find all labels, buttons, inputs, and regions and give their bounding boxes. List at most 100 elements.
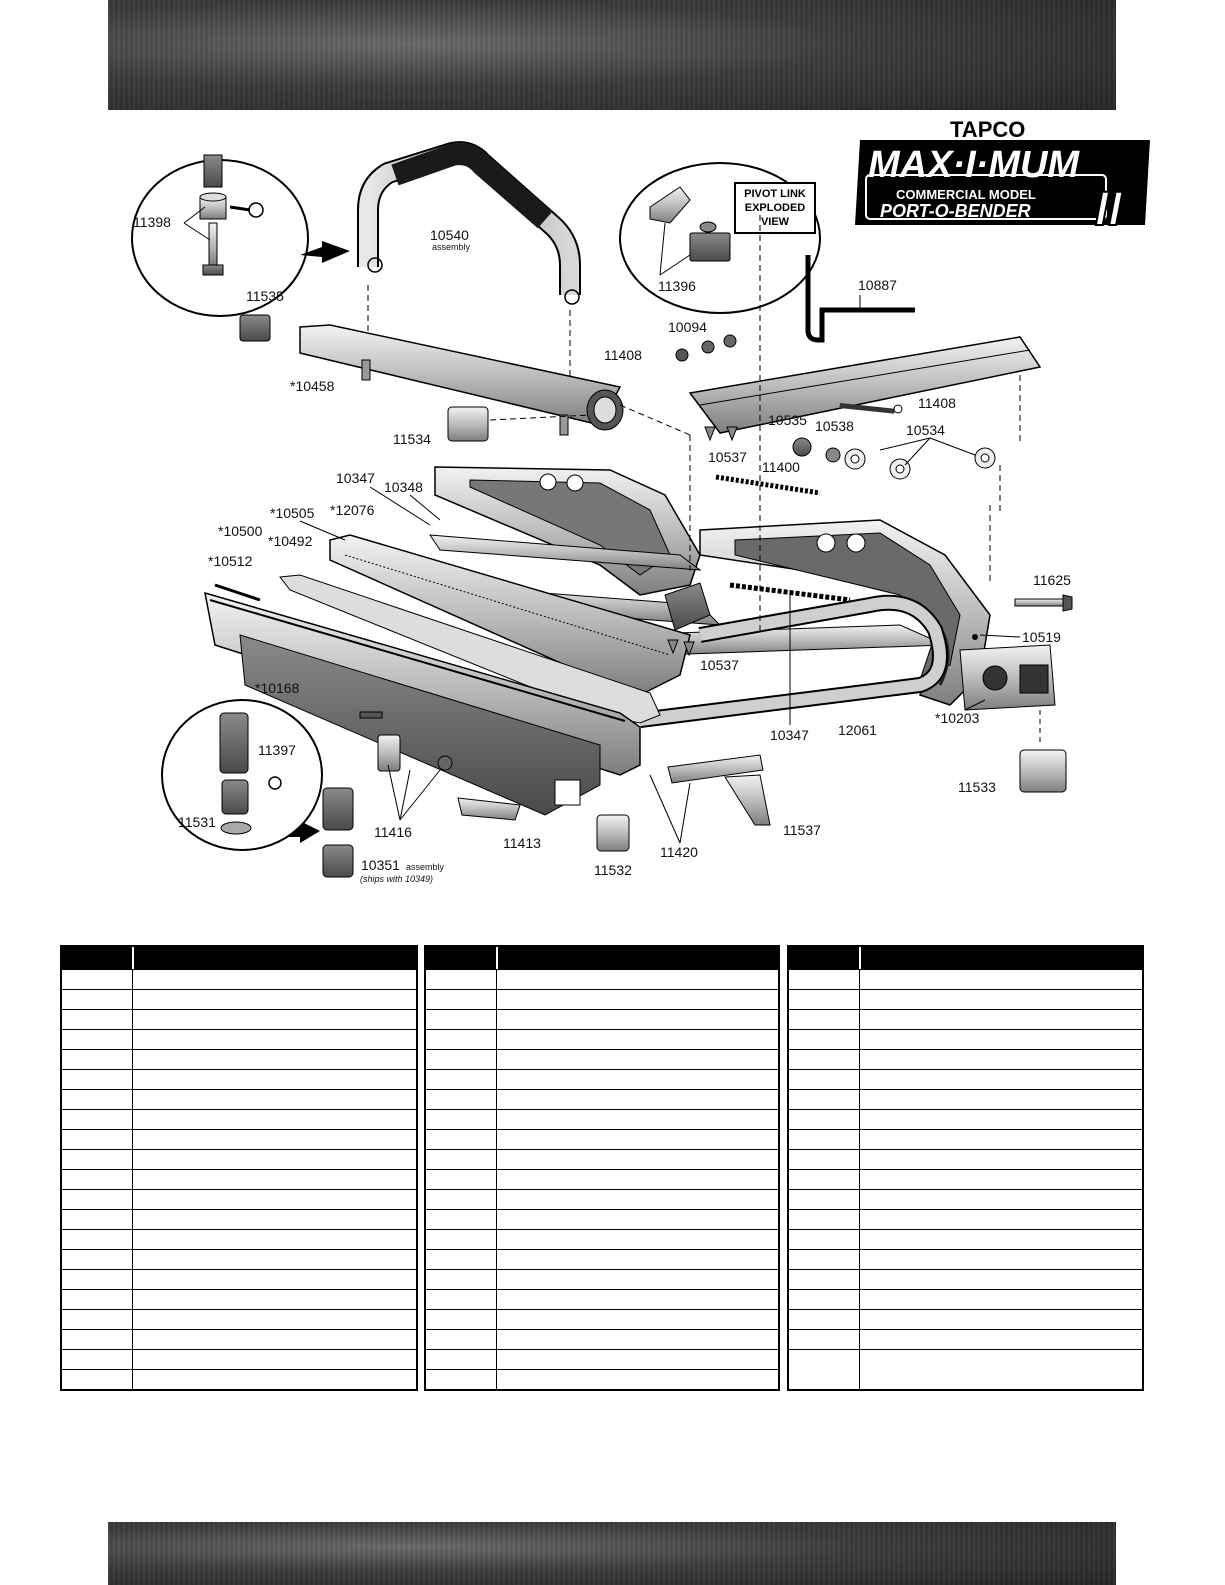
table-row xyxy=(426,1369,778,1389)
description-cell xyxy=(497,1310,778,1329)
table-row xyxy=(426,1349,778,1369)
table-row xyxy=(62,969,416,989)
callout-10505: *10505 xyxy=(270,505,315,521)
callout-10512: *10512 xyxy=(208,553,253,569)
rail-10168: *10168 xyxy=(204,583,641,816)
part-number-cell xyxy=(426,1050,497,1069)
table-row xyxy=(62,1009,416,1029)
logo-name: MAX·I·MUM xyxy=(868,144,1080,186)
callout-10168: *10168 xyxy=(255,680,300,696)
clip-11413 xyxy=(457,797,521,821)
table-row xyxy=(62,1369,416,1389)
parts-table-1 xyxy=(60,945,418,1391)
part-number-cell xyxy=(62,1350,133,1369)
description-cell xyxy=(860,1310,1142,1329)
callout-11420: 11420 xyxy=(660,844,698,860)
description-cell xyxy=(133,970,416,989)
angle-bar: 10094 11408 11408 xyxy=(604,319,1042,434)
description-cell xyxy=(133,1030,416,1049)
table-row xyxy=(789,1129,1142,1149)
part-number-cell xyxy=(789,1050,860,1069)
table-row xyxy=(426,1209,778,1229)
part-number-cell xyxy=(789,1170,860,1189)
table-row xyxy=(426,1129,778,1149)
description-cell xyxy=(497,1150,778,1169)
part-11537 xyxy=(724,774,771,826)
description-cell xyxy=(860,1050,1142,1069)
table-row xyxy=(62,1349,416,1369)
part-number-cell xyxy=(426,1330,497,1349)
callout-11408-a: 11408 xyxy=(604,347,642,363)
parts-table-3 xyxy=(787,945,1144,1391)
description-cell xyxy=(133,1010,416,1029)
part-number-cell xyxy=(426,970,497,989)
part-number-cell xyxy=(789,1270,860,1289)
table-row xyxy=(789,1149,1142,1169)
table-row xyxy=(62,1309,416,1329)
table-row xyxy=(426,1029,778,1049)
part-number-cell xyxy=(789,1350,860,1389)
header-band xyxy=(108,0,1116,110)
table-row xyxy=(426,1089,778,1109)
description-cell xyxy=(497,1030,778,1049)
description-cell xyxy=(497,970,778,989)
table-row xyxy=(789,1309,1142,1329)
callout-10492: *10492 xyxy=(268,533,313,549)
description-cell xyxy=(497,1190,778,1209)
description-cell xyxy=(133,1150,416,1169)
description-cell xyxy=(497,1110,778,1129)
part-number-cell xyxy=(426,1290,497,1309)
description-cell xyxy=(133,1310,416,1329)
description-cell xyxy=(133,1330,416,1349)
inset-11398: 11398 xyxy=(131,154,309,317)
part-number-cell xyxy=(789,1090,860,1109)
table-row xyxy=(789,969,1142,989)
end-cap-11532 xyxy=(596,814,630,852)
table-row xyxy=(789,1189,1142,1209)
description-cell xyxy=(860,1190,1142,1209)
table-row xyxy=(426,1289,778,1309)
part-number-cell xyxy=(789,1030,860,1049)
assembly-10351: 10351 assembly (ships with 10349) xyxy=(322,787,445,884)
screws-10537-top: 10537 xyxy=(704,426,747,465)
screws-10537-lower: 10537 xyxy=(667,639,739,673)
part-number-cell xyxy=(789,1130,860,1149)
part-number-cell xyxy=(426,990,497,1009)
tapco-logo: TAPCO MAX·I·MUM COMMERCIAL MODEL PORT-O-… xyxy=(855,117,1150,237)
table-row xyxy=(789,1209,1142,1229)
table-row xyxy=(62,1329,416,1349)
description-cell xyxy=(133,1170,416,1189)
description-cell xyxy=(133,1350,416,1369)
table-row xyxy=(426,1169,778,1189)
table-row xyxy=(62,1189,416,1209)
part-number-cell xyxy=(789,1070,860,1089)
table-row xyxy=(426,1109,778,1129)
description-cell xyxy=(860,1210,1142,1229)
callout-11397: 11397 xyxy=(258,742,296,758)
part-number-cell xyxy=(426,1310,497,1329)
tube-10458: 11535 *10458 xyxy=(239,288,624,436)
part-number-cell xyxy=(62,1250,133,1269)
table-row xyxy=(789,989,1142,1009)
description-cell xyxy=(133,1270,416,1289)
table-row xyxy=(789,1089,1142,1109)
hardware-11416: 11416 xyxy=(359,711,453,840)
description-cell xyxy=(133,1230,416,1249)
description-cell xyxy=(133,1210,416,1229)
inset-label-line2: EXPLODED xyxy=(745,202,806,214)
callout-12076: *12076 xyxy=(330,502,375,518)
callout-11625: 11625 xyxy=(1033,572,1071,588)
description-cell xyxy=(860,1110,1142,1129)
part-number-cell xyxy=(426,1070,497,1089)
description-cell xyxy=(860,1330,1142,1349)
callout-10534: 10534 xyxy=(906,422,945,438)
handle-10540: 10540 assembly xyxy=(357,141,581,305)
callout-11416: 11416 xyxy=(374,824,412,840)
callout-11535: 11535 xyxy=(246,288,284,304)
table-row xyxy=(789,1289,1142,1309)
part-number-cell xyxy=(62,1110,133,1129)
callout-10351-sub: assembly xyxy=(406,862,445,872)
table-header xyxy=(62,947,416,969)
logo-model-line: COMMERCIAL MODEL xyxy=(896,187,1036,202)
description-cell xyxy=(860,1250,1142,1269)
